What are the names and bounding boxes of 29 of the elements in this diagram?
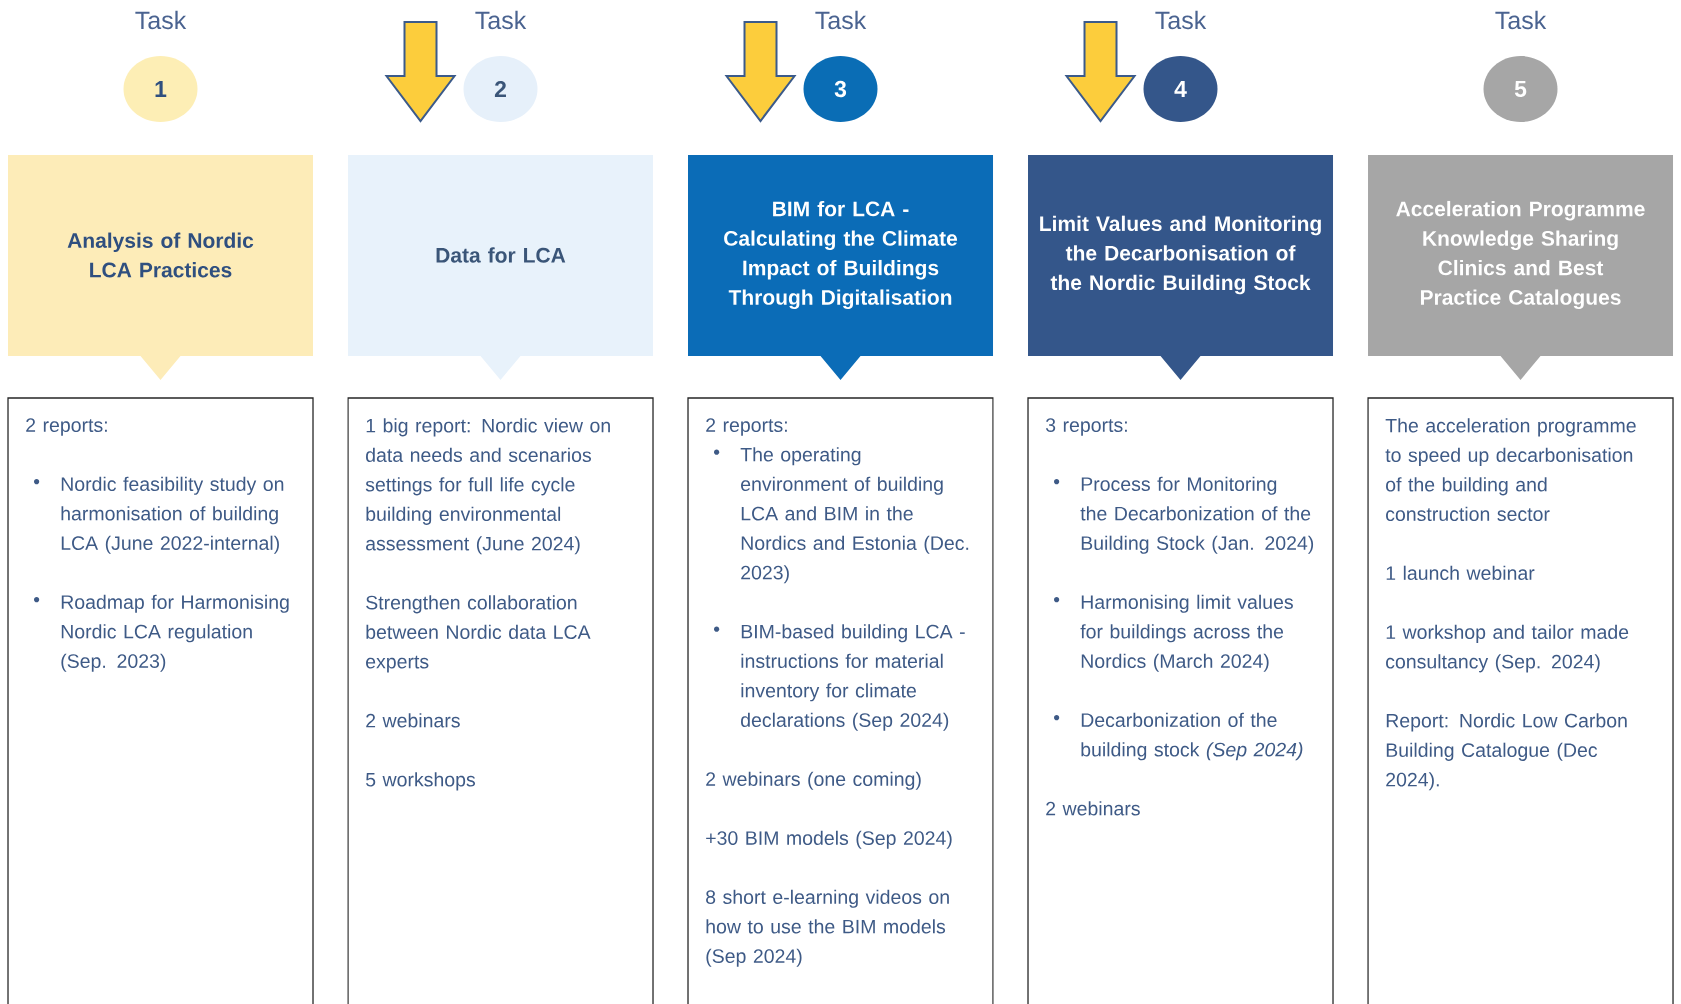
deliverables-box: 1 big report: Nordic view on data needs and scenarios settings for full life cycle building environmental assessment (June 2024) Strengthen collaboration between Nordic data LCA experts 2 webinars 5 workshops [347, 397, 654, 1004]
node-label: 8 short e-learning videos on how to use the BIM models (Sep 2024) [706, 889, 949, 967]
task-header: Limit Values and Monitoring the Decarbonisation of the Nordic Building Stock [1028, 155, 1333, 380]
node-label: 2 webinars [1046, 801, 1140, 816]
task-header: Acceleration Programme Knowledge Sharing Clinics and Best Practice Catalogues [1368, 155, 1673, 380]
deliverables-box: 2 reports: Nordic feasibility study on harmonisation of building LCA (June 2022-internal) Roadmap for Harmonising Nordic LCA regulation (Sep. 2023) [7, 397, 314, 1004]
node-label: +30 BIM models (Sep 2024) [706, 830, 952, 849]
task-label: Task [1495, 10, 1547, 30]
task-header: Analysis of Nordic LCA Practices [8, 155, 313, 380]
task-label: Task [815, 10, 867, 30]
node-label: The operating environment of building LCA and BIM in the Nordics and Estonia (Dec. 2023) [740, 447, 969, 584]
deliverables-box: 2 reports: The operating environment of building LCA and BIM in the Nordics and Estonia (Dec. 2023) BIM-based building LCA - instructions for material inventory for climate declarations (Sep 2024) 2 webinars (one coming) +30 BIM models (Sep 2024) 8 short e-learning videos on how to use the BIM models (Sep 2024) [687, 397, 994, 1004]
node-label: Nordic feasibility study on harmonisation of building LCA (June 2022-internal) [61, 476, 284, 554]
node-label: Harmonising limit values for buildings across the Nordics (March 2024) [1080, 594, 1293, 672]
node-label: 2 reports: [706, 418, 787, 436]
task-header: BIM for LCA - Calculating the Climate Impact of Buildings Through Digitalisation [688, 155, 993, 380]
node-label: 2 reports: [26, 418, 107, 436]
node-label: Decarbonization of the building stock (Sep 2024) [1081, 712, 1303, 761]
node-label: Roadmap for Harmonising Nordic LCA regulation (Sep. 2023) [61, 594, 289, 672]
task-label: Task [1155, 10, 1207, 30]
task-label: Task [475, 10, 527, 30]
task-label: Task [135, 10, 187, 30]
task-header: Data for LCA [348, 155, 653, 380]
node-label: 2 webinars (one coming) [706, 771, 921, 790]
node-label: 3 reports: [1045, 418, 1127, 436]
node-label: BIM-based building LCA - instructions for material inventory for climate declarations (Sep 2024) [741, 624, 965, 731]
deliverables-box: The acceleration programme to speed up decarbonisation of the building and construction sector 1 launch webinar 1 workshop and tailor made consultancy (Sep. 2024) Report: Nordic Low Carbon Building Catalogue (Dec 2024). [1367, 397, 1674, 1004]
deliverables-box: 3 reports: Process for Monitoring the Decarbonization of the Building Stock (Jan. 2024) Harmonising limit values for buildings across the Nordics (March 2024) Decarbonization of the building stock (Sep 2024) 2 webinars [1027, 397, 1334, 1004]
node-label: Process for Monitoring the Decarbonization of the Building Stock (Jan. 2024) [1080, 476, 1314, 554]
